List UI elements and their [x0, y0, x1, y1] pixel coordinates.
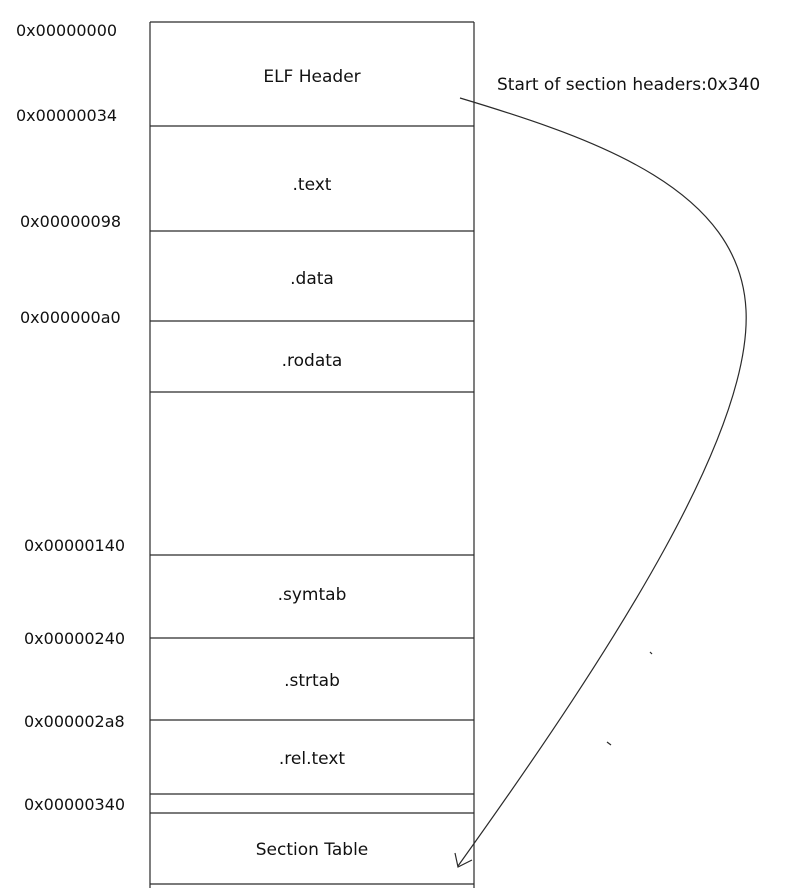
section-label-rodata: .rodata [282, 351, 343, 371]
address-label: 0x00000340 [24, 795, 125, 814]
section-label-section-table: Section Table [256, 840, 369, 860]
address-label: 0x00000098 [20, 212, 121, 231]
section-label-symtab: .symtab [278, 585, 347, 605]
pointer-arrow-curve [457, 97, 747, 867]
section-label-data: .data [290, 269, 334, 289]
section-label-strtab: .strtab [284, 671, 340, 691]
section-headers-annotation: Start of section headers:0x340 [497, 75, 760, 95]
stray-mark [606, 741, 612, 746]
section-label-rel-text: .rel.text [279, 749, 345, 769]
section-label-elf-header: ELF Header [263, 67, 360, 87]
stray-mark [649, 651, 653, 655]
address-label: 0x00000000 [16, 21, 117, 40]
section-label-text: .text [293, 175, 332, 195]
address-label: 0x000000a0 [20, 308, 121, 327]
arrowhead-icon [454, 852, 473, 868]
address-label: 0x00000034 [16, 106, 117, 125]
address-label: 0x000002a8 [24, 712, 125, 731]
address-label: 0x00000140 [24, 536, 125, 555]
address-label: 0x00000240 [24, 629, 125, 648]
